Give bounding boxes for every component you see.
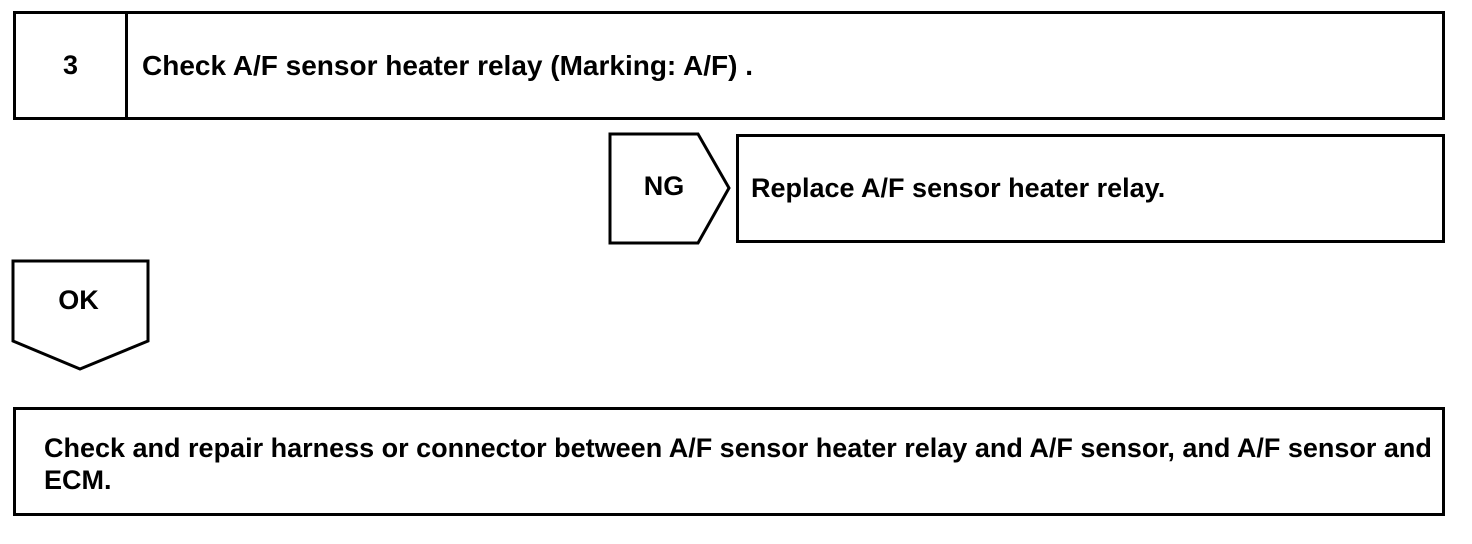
step-title: Check A/F sensor heater relay (Marking: …: [142, 49, 753, 81]
ok-result-box: Check and repair harness or connector be…: [13, 407, 1445, 516]
ok-arrow-shape: [11, 259, 150, 371]
ok-label: OK: [58, 285, 99, 315]
step-number: 3: [16, 14, 128, 117]
step-box: 3 Check A/F sensor heater relay (Marking…: [13, 11, 1445, 120]
ng-label: NG: [643, 171, 685, 201]
ng-arrow-shape: [608, 132, 731, 245]
ng-result-box: Replace A/F sensor heater relay.: [736, 134, 1445, 243]
